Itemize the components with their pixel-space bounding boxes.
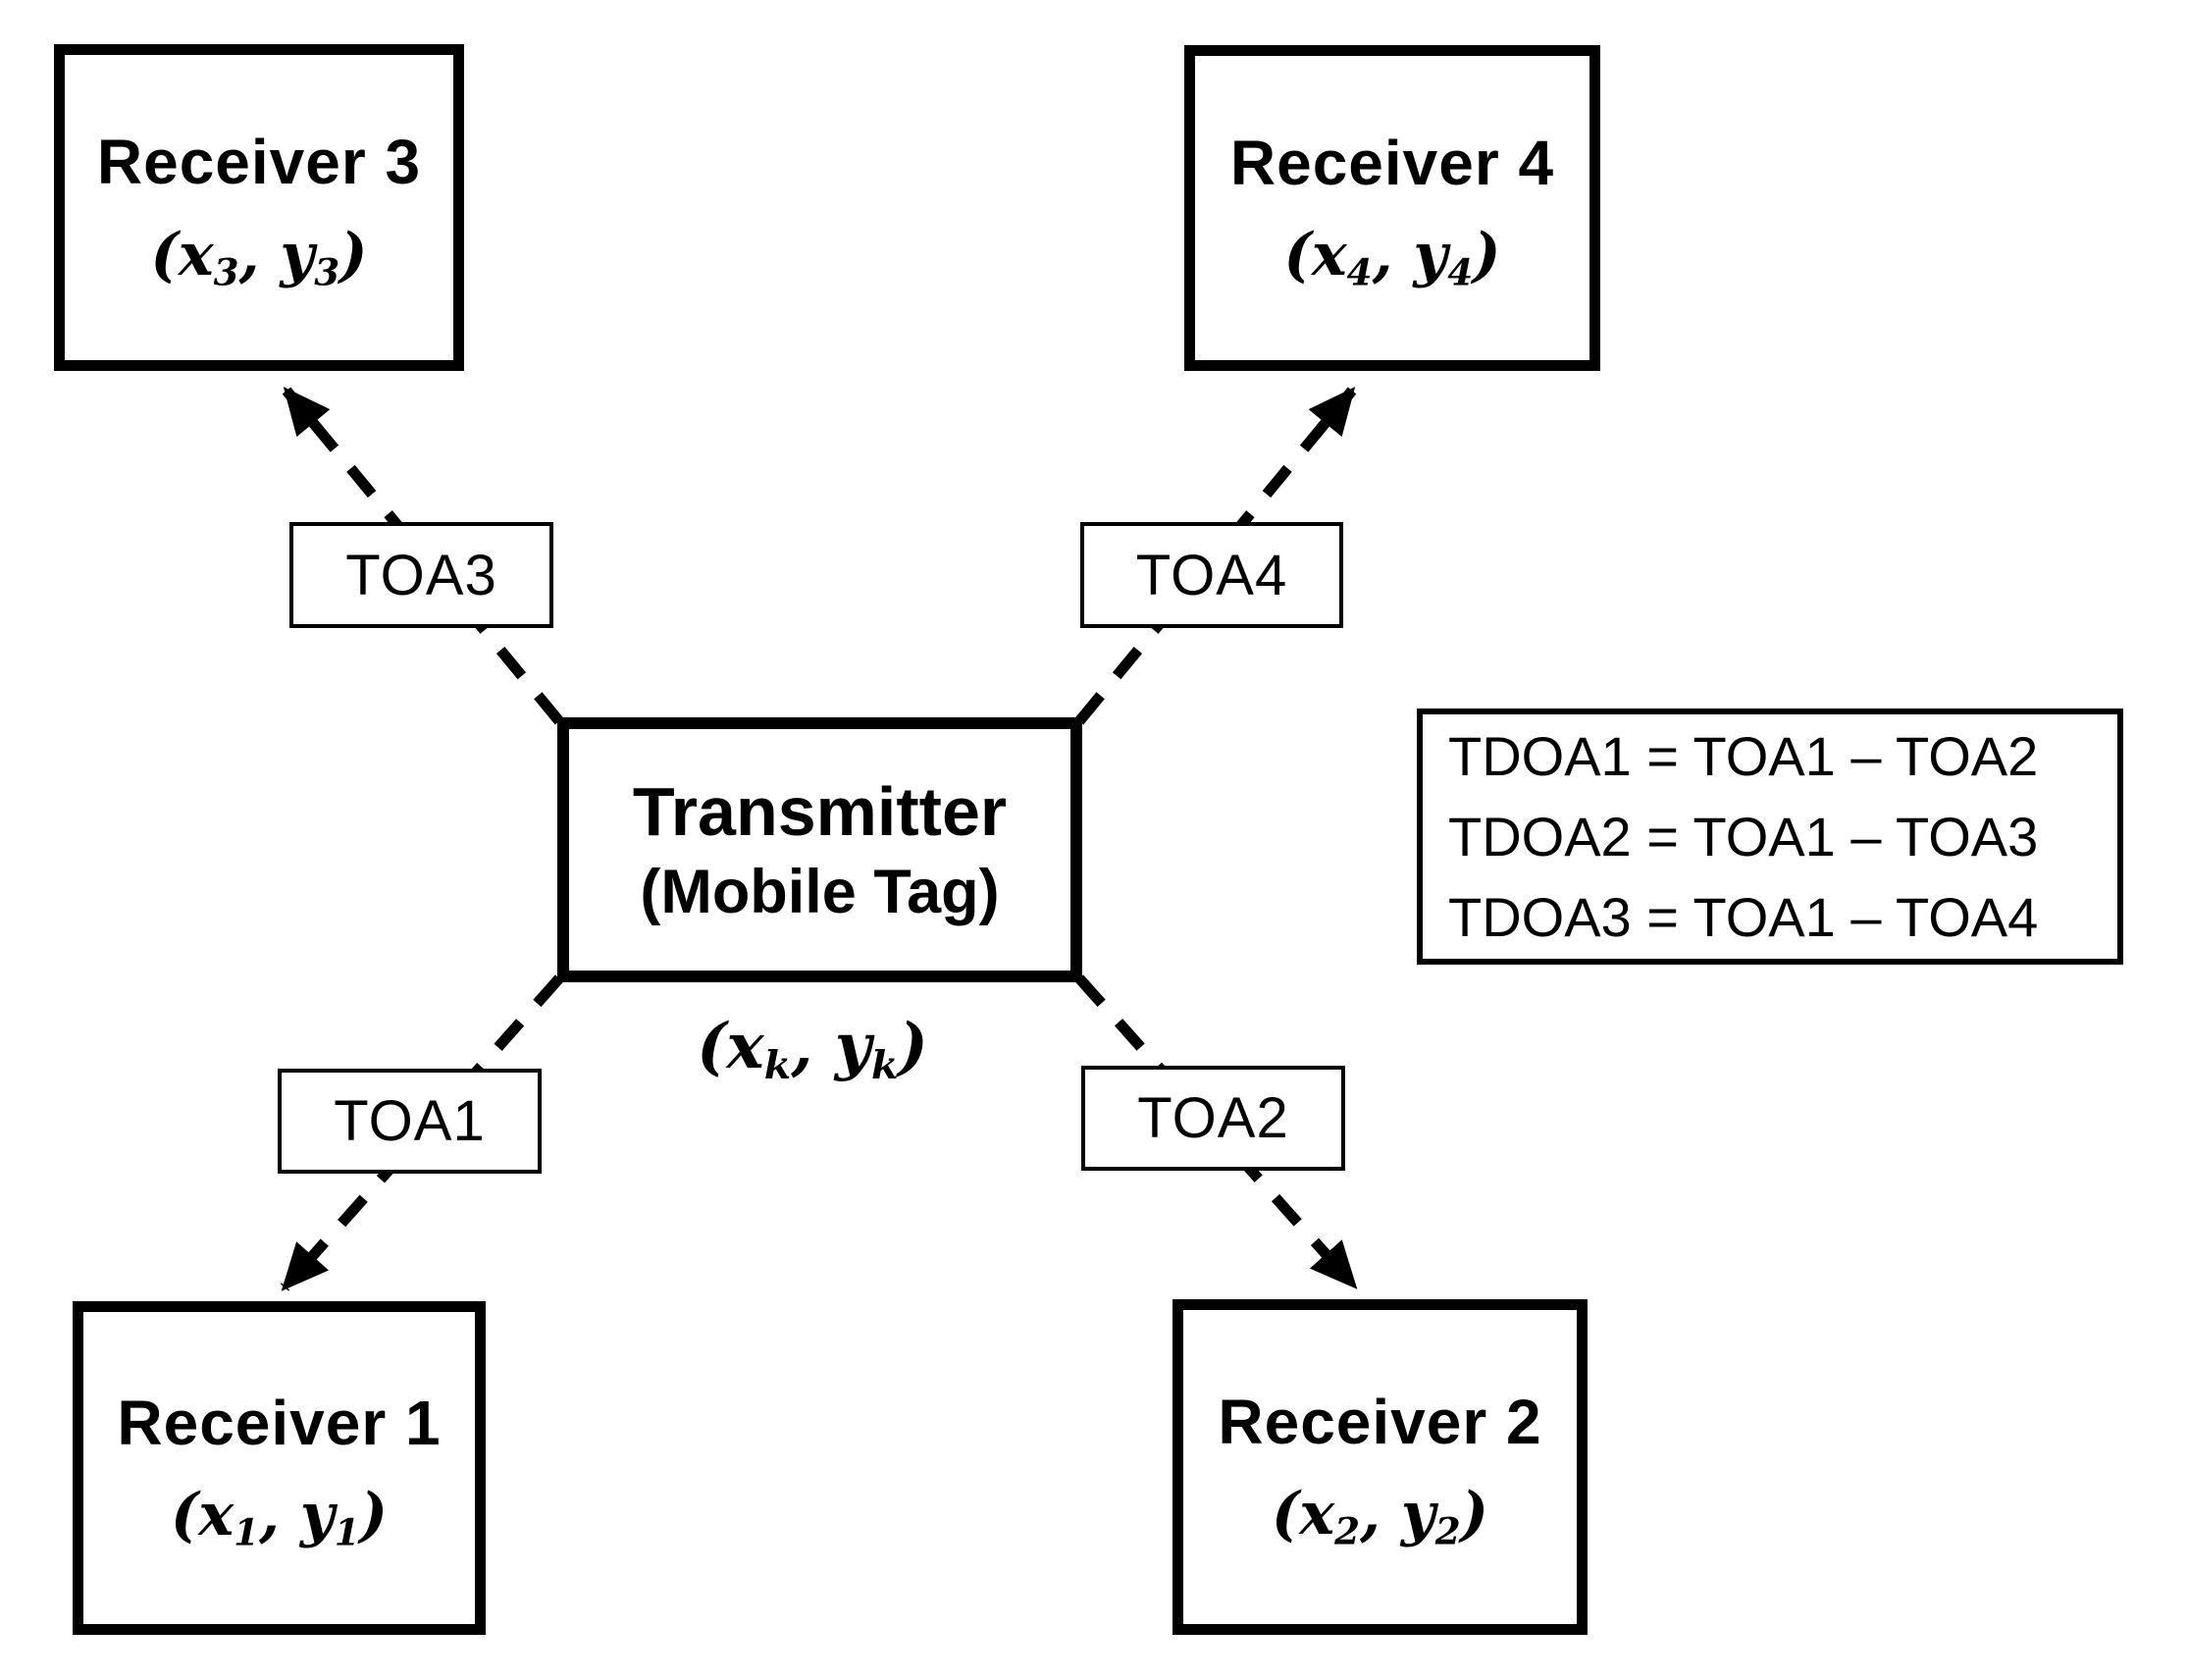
tdoa-equation-1: TDOA1 = TOA1 – TOA2 xyxy=(1448,724,2039,787)
transmitter-title: Transmitter xyxy=(632,772,1008,850)
arrow-transmitter-to-receiver-4-icon xyxy=(1074,387,1357,725)
toa2-label: TOA2 xyxy=(1137,1086,1289,1150)
receiver-3-coordinates: (x3, y3) xyxy=(150,220,368,294)
toa4-label: TOA4 xyxy=(1135,543,1288,607)
transmitter-coordinates: (xk, yk) xyxy=(697,1010,928,1089)
transmitter-subtitle: (Mobile Tag) xyxy=(640,858,1000,927)
tdoa-equation-2: TDOA2 = TOA1 – TOA3 xyxy=(1448,805,2039,867)
toa3-label-box: TOA3 xyxy=(289,522,553,628)
receiver-2-label: Receiver 2 xyxy=(1218,1386,1542,1457)
receiver-4-box: Receiver 4 (x4, y4) xyxy=(1184,45,1600,371)
receiver-3-label: Receiver 3 xyxy=(96,127,422,198)
toa4-label-box: TOA4 xyxy=(1080,522,1343,628)
toa2-label-box: TOA2 xyxy=(1081,1066,1345,1171)
receiver-3-box: Receiver 3 (x3, y3) xyxy=(54,44,464,371)
receiver-4-coordinates: (x4, y4) xyxy=(1283,221,1501,294)
receiver-4-label: Receiver 4 xyxy=(1229,127,1555,198)
receiver-1-box: Receiver 1 (x1, y1) xyxy=(73,1301,486,1635)
receiver-1-coordinates: (x1, y1) xyxy=(171,1481,388,1554)
arrow-transmitter-to-receiver-3-icon xyxy=(282,387,564,725)
transmitter-box: Transmitter (Mobile Tag) xyxy=(557,717,1082,982)
receiver-1-label: Receiver 1 xyxy=(117,1387,442,1458)
tdoa-equations-box: TDOA1 = TOA1 – TOA2 TDOA2 = TOA1 – TOA3 … xyxy=(1417,709,2123,965)
receiver-2-box: Receiver 2 (x2, y2) xyxy=(1172,1299,1588,1635)
tdoa-equation-3: TDOA3 = TOA1 – TOA4 xyxy=(1448,885,2039,948)
toa1-label-box: TOA1 xyxy=(278,1069,542,1174)
toa1-label: TOA1 xyxy=(334,1089,486,1153)
receiver-2-coordinates: (x2, y2) xyxy=(1272,1480,1488,1553)
toa3-label: TOA3 xyxy=(345,543,497,607)
